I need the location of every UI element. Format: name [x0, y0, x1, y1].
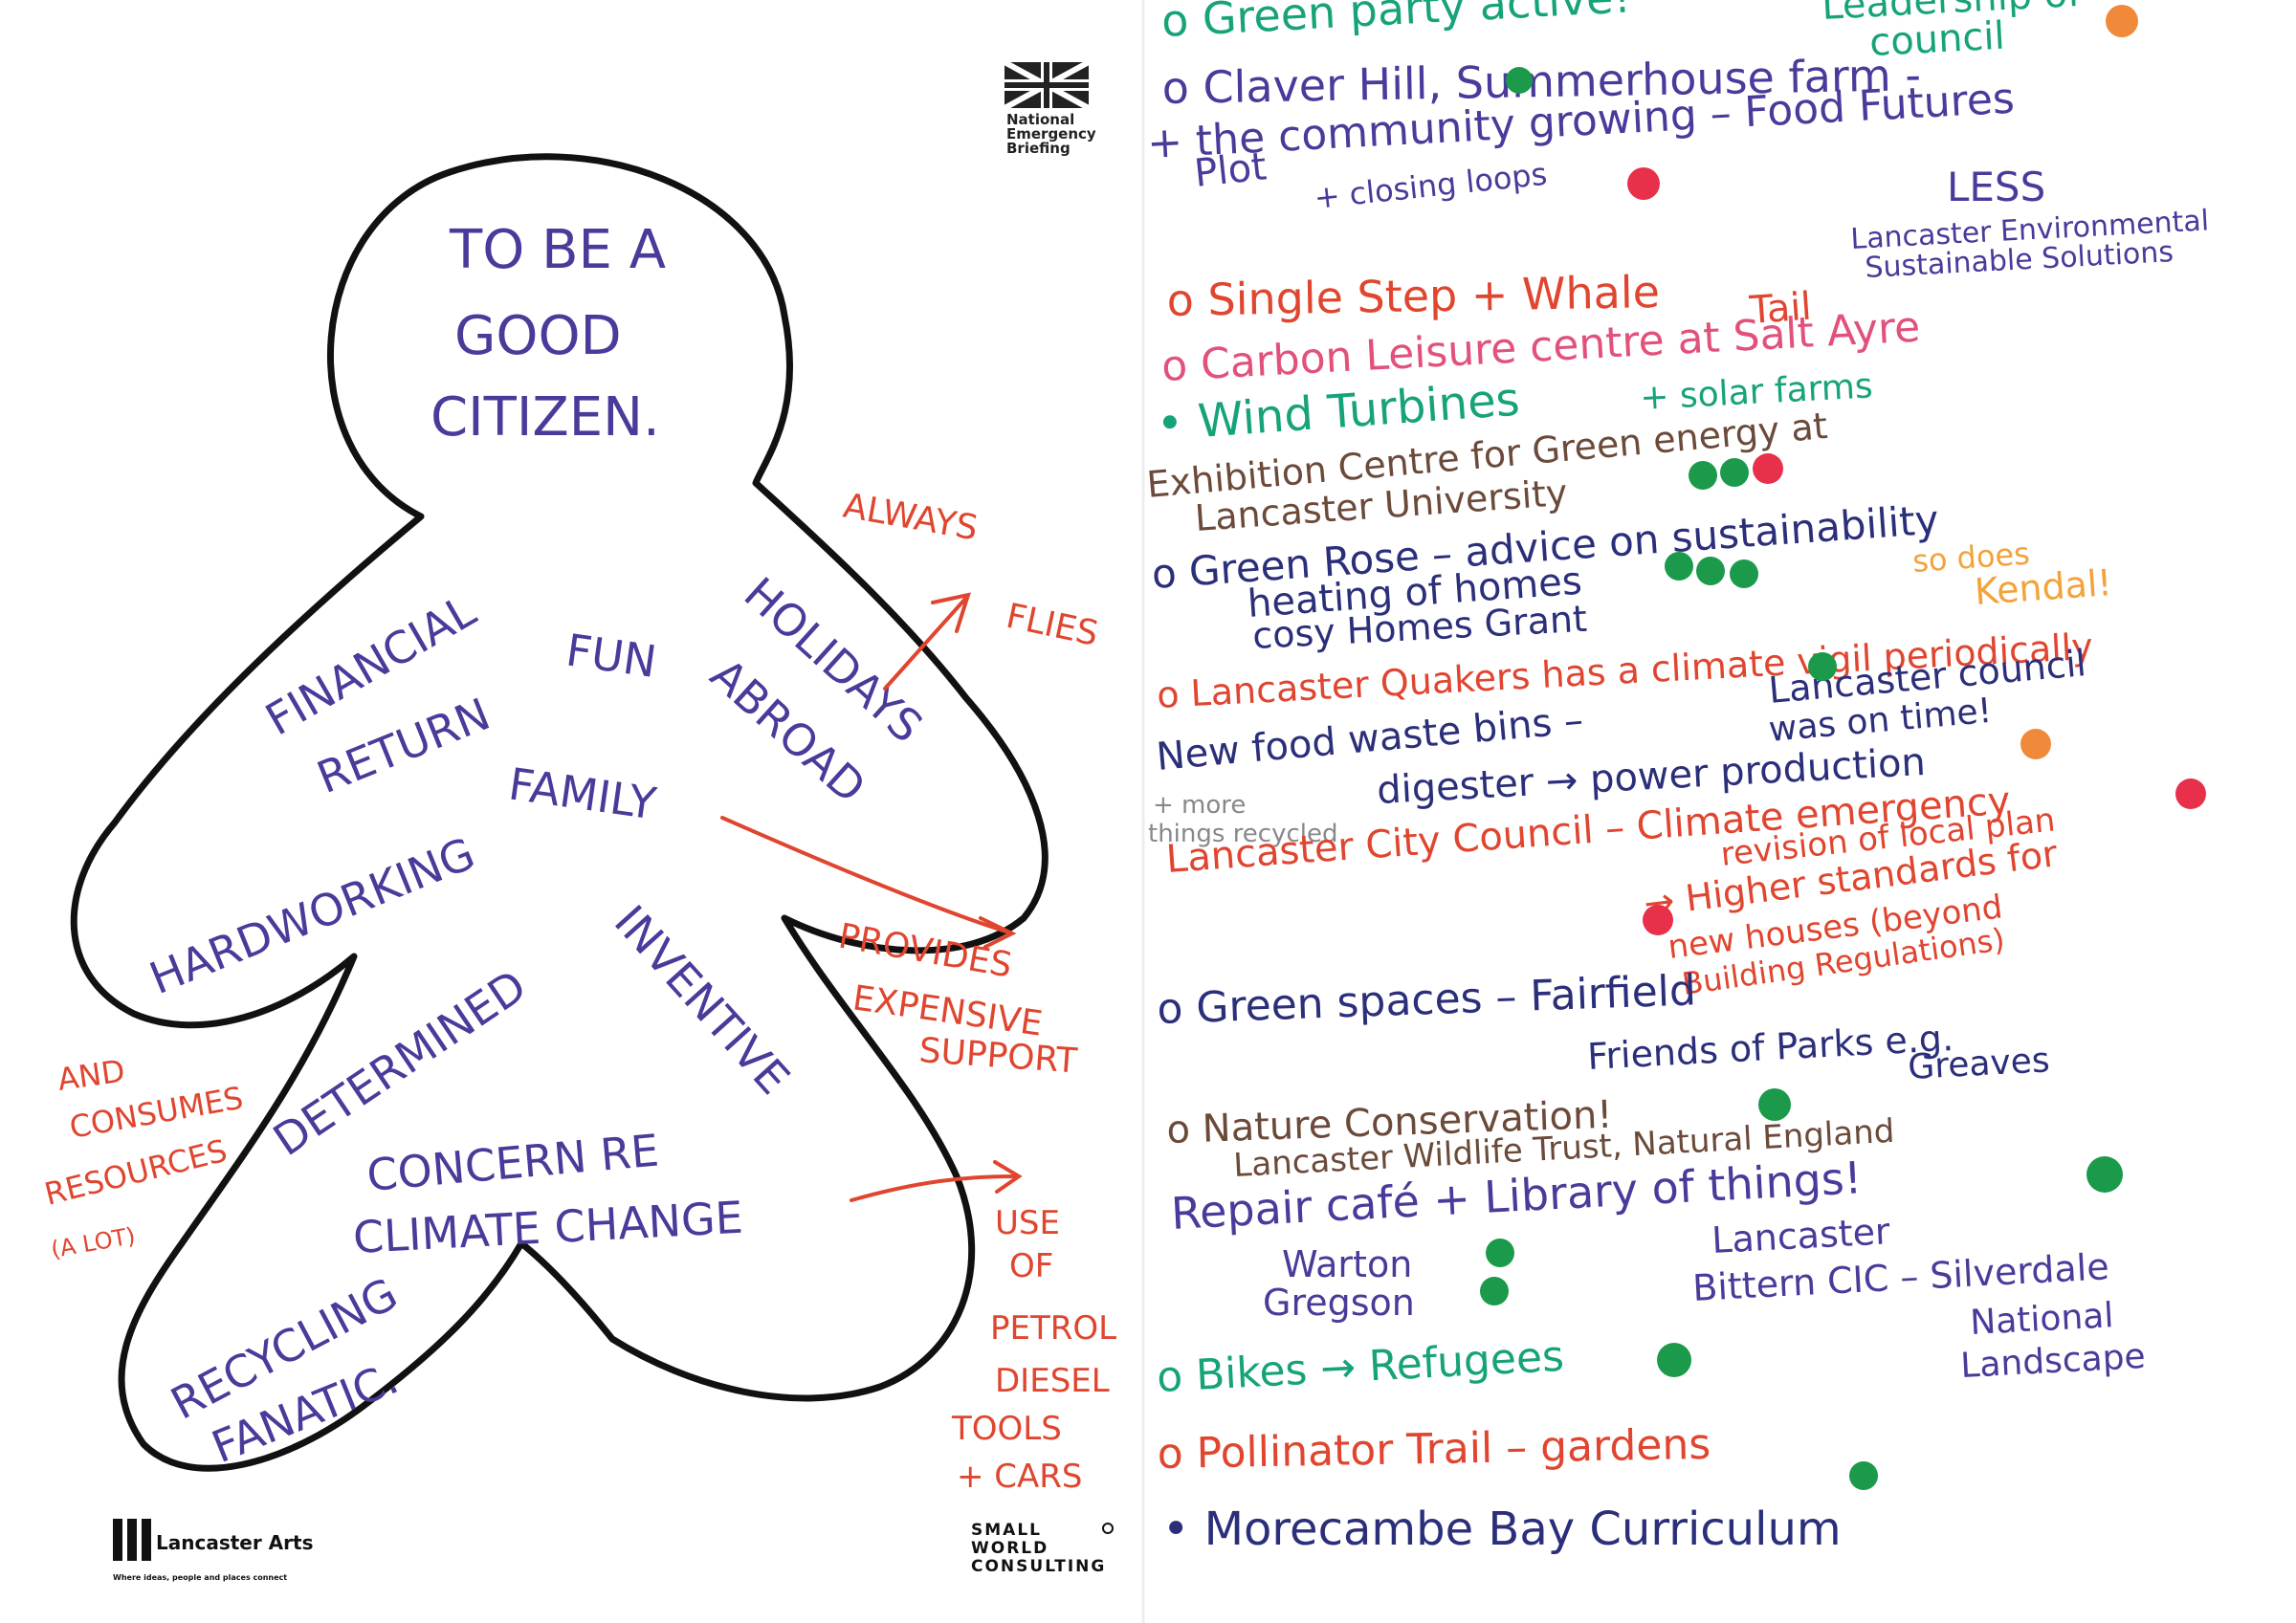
arrow-flies	[883, 596, 968, 691]
note-pollinator: o Pollinator Trail – gardens	[1157, 1420, 1711, 1479]
vote-dot-green	[1808, 652, 1837, 681]
vote-dot-green	[1720, 458, 1749, 487]
head-line-3: CITIZEN.	[430, 386, 660, 449]
vote-dot-green	[1486, 1239, 1514, 1267]
note-more-recycled: + more	[1153, 791, 1246, 820]
note-council: council	[1868, 14, 2006, 65]
note-morecambe: • Morecambe Bay Curriculum	[1162, 1502, 1842, 1556]
note-lancaster-lot: Lancaster	[1711, 1210, 1891, 1261]
head-line-2: GOOD	[454, 305, 622, 367]
word-fun: FUN	[563, 624, 659, 688]
neb-line-2: Emergency	[1006, 125, 1096, 143]
vote-dot-orange	[2020, 729, 2051, 759]
lancaster-arts-bar-3	[142, 1519, 151, 1561]
note-less: LESS	[1947, 164, 2045, 210]
vote-dot-green	[2086, 1156, 2123, 1193]
neb-line-1: National	[1006, 111, 1074, 128]
note-use: USE	[995, 1204, 1060, 1242]
lancaster-arts-tagline: Where ideas, people and places connect	[113, 1573, 287, 1582]
vote-dot-green	[1665, 552, 1693, 581]
vote-dot-green	[1657, 1343, 1691, 1377]
note-kendal: Kendal!	[1974, 561, 2113, 613]
arrow-provides	[720, 816, 1011, 934]
small-world-line-1: SMALL	[971, 1521, 1042, 1540]
arrowhead-provides	[979, 916, 1017, 949]
vote-dot-green	[1506, 67, 1533, 94]
arrowhead-flies	[931, 592, 971, 633]
note-gregson: Gregson	[1263, 1282, 1415, 1324]
note-tail: Tail	[1747, 285, 1813, 333]
note-warton: Warton	[1282, 1243, 1412, 1285]
vote-dot-red	[2175, 779, 2206, 809]
arrowhead-use	[993, 1160, 1023, 1194]
note-so-does: so does	[1911, 536, 2031, 580]
note-use-of: USE OF PETROL DIESEL TOOLS + CARS	[951, 1204, 1116, 1496]
lancaster-arts-name: Lancaster Arts	[156, 1531, 314, 1554]
vote-dot-green	[1849, 1461, 1878, 1490]
small-world-line-3: CONSULTING	[971, 1557, 1106, 1576]
head-text: TO BE A GOOD CITIZEN.	[430, 219, 666, 449]
voting-dots	[1480, 5, 2206, 1490]
small-world-line-2: WORLD	[971, 1539, 1049, 1558]
note-cars: + CARS	[957, 1458, 1083, 1496]
gingerbread-outline	[70, 153, 1049, 1472]
note-landscape: Landscape	[1959, 1337, 2146, 1386]
vote-dot-orange	[2106, 5, 2138, 37]
note-single-step: o Single Step + Whale	[1166, 266, 1660, 326]
vote-dot-red	[1643, 905, 1673, 935]
note-plot: Plot	[1192, 144, 1269, 196]
vote-dot-green	[1689, 461, 1717, 490]
note-greaves: Greaves	[1907, 1041, 2050, 1087]
neb-line-3: Briefing	[1006, 140, 1071, 157]
national-emergency-logo: National Emergency Briefing	[1003, 59, 1096, 157]
arrow-use	[850, 1174, 1016, 1202]
vote-dot-red	[1627, 167, 1660, 200]
vote-dot-green	[1480, 1277, 1509, 1305]
note-petrol: PETROL	[990, 1309, 1116, 1348]
vote-dot-green	[1696, 557, 1725, 585]
lancaster-arts-bar-2	[127, 1519, 137, 1561]
note-national: National	[1969, 1296, 2114, 1343]
small-world-logo: SMALL WORLD CONSULTING	[971, 1521, 1114, 1576]
note-things-recycled: things recycled	[1148, 820, 1338, 848]
small-world-circle-icon	[1102, 1523, 1114, 1534]
head-line-1: TO BE A	[449, 219, 666, 281]
lancaster-arts-bar-1	[113, 1519, 122, 1561]
note-of: OF	[1009, 1247, 1053, 1285]
vote-dot-green	[1758, 1088, 1791, 1121]
lancaster-arts-logo: Lancaster Arts Where ideas, people and p…	[113, 1519, 314, 1582]
vote-dot-green	[1730, 559, 1758, 588]
note-tools: TOOLS	[951, 1410, 1062, 1448]
note-diesel: DIESEL	[995, 1362, 1110, 1400]
vote-dot-red	[1753, 453, 1783, 484]
